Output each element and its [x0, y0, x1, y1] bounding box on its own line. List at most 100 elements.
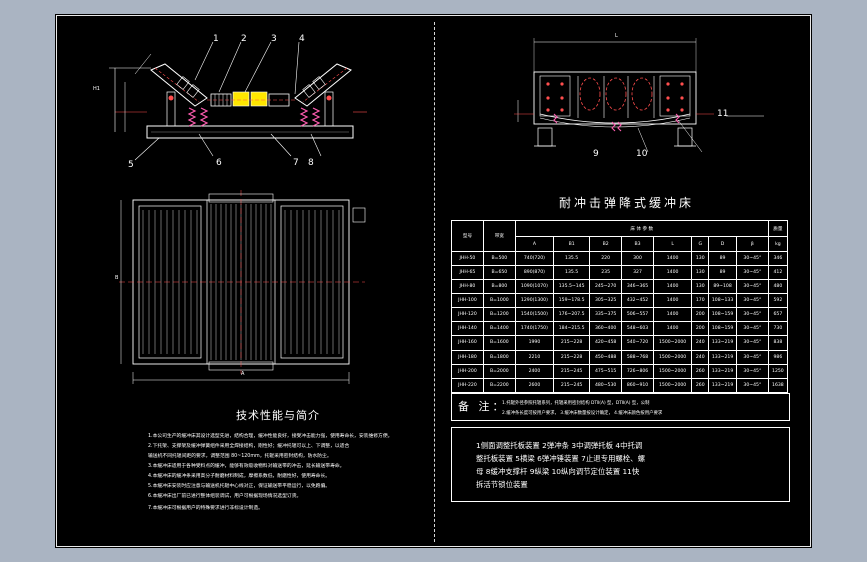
- tech-line: 4.本缓冲床的缓冲条采用高分子耐磨材料制成，摩擦系数低，耐磨性好，使用寿命长。: [148, 474, 331, 479]
- table-cell: 592: [767, 292, 789, 309]
- base-plate: [146, 125, 354, 139]
- table-cell: 838: [767, 335, 789, 351]
- table-cell: B=1400: [482, 321, 516, 337]
- table-cell: 740(720): [514, 250, 555, 266]
- spec-title: 耐冲击弹降式缓冲床: [559, 196, 695, 210]
- dim-top-width: A: [241, 371, 245, 377]
- callout-5: 5: [128, 160, 134, 170]
- table-cell: JHH-200: [451, 363, 484, 379]
- table-cell: 133~219: [708, 349, 737, 365]
- table-cell: 1400: [652, 278, 693, 295]
- table-cell: 200: [691, 321, 710, 337]
- table-cell: 548~603: [621, 321, 654, 337]
- table-cell: JHH-220: [451, 377, 484, 394]
- callout-8: 8: [308, 158, 314, 168]
- table-cell: 135.5: [553, 264, 591, 280]
- table-cell: 335~375: [589, 307, 623, 323]
- tech-line: 2.下托架、支撑架及缓冲弹簧组件采用全焊接结构，刚性好；缓冲托辊可以上、下调整，…: [148, 444, 350, 449]
- table-cell: 890(870): [514, 264, 555, 280]
- subheader-cell: B1: [553, 236, 591, 252]
- table-cell: 420~458: [589, 335, 623, 351]
- table-cell: 986: [767, 349, 789, 365]
- center-buffer-yellow-1: [232, 91, 250, 107]
- table-cell: B=800: [482, 278, 516, 295]
- table-cell: 327: [621, 264, 654, 280]
- table-cell: 1400: [652, 307, 693, 323]
- table-cell: JHH-80: [451, 278, 484, 295]
- table-cell: 30~45°: [735, 292, 769, 309]
- table-header-row: 型号 带宽 床 体 参 数 质量: [451, 219, 789, 252]
- table-cell: 200: [691, 307, 710, 323]
- table-cell: 215~245: [553, 363, 591, 379]
- table-cell: 1540(1500): [514, 307, 555, 323]
- tech-line: 输送机不同托辊间距的要求，调整范围 80~120mm，托辊采用密封结构，防水防尘…: [148, 454, 332, 459]
- table-cell: 30~45°: [735, 349, 769, 365]
- table-cell: 260: [691, 377, 710, 394]
- table-cell: 860~910: [621, 377, 654, 394]
- drawing-border: [56, 15, 811, 547]
- table-cell: JHH-180: [451, 349, 484, 365]
- table-cell: 1250: [767, 363, 789, 379]
- table-cell: 135.5: [553, 250, 591, 266]
- table-cell: 130: [691, 250, 710, 266]
- table-cell: 588~768: [621, 349, 654, 365]
- callout-4: 4: [299, 34, 305, 44]
- subheader-cell: G: [691, 236, 710, 252]
- table-cell: 30~45°: [735, 307, 769, 323]
- dim-side: B: [115, 275, 119, 281]
- table-cell: 108~159: [708, 321, 737, 337]
- table-cell: 220: [589, 250, 623, 266]
- drawing-sheet: 1 2 3 4 5 6 7 8 H1 B A 技术性能与简介 1.本公司生产的缓…: [55, 14, 812, 548]
- tech-line: 5.本缓冲床安装时应注意与输送机托辊中心线对正，保证输送带平稳运行，以免跑偏。: [148, 484, 331, 489]
- table-cell: 130: [691, 264, 710, 280]
- table-cell: 1400: [652, 250, 693, 266]
- callout-10: 10: [636, 149, 648, 159]
- table-cell: B=1000: [482, 292, 516, 309]
- notes-heading: 备 注：: [458, 400, 507, 413]
- table-cell: 30~45°: [735, 250, 769, 266]
- table-cell: 30~45°: [735, 377, 769, 394]
- table-cell: B=2000: [482, 363, 516, 379]
- subheader-cell: A: [514, 236, 555, 252]
- subheader-cell: β: [735, 236, 769, 252]
- callout-3: 3: [271, 34, 277, 44]
- table-cell: 1638: [767, 377, 789, 394]
- table-cell: 1500~2000: [652, 349, 693, 365]
- subheader-cell: B2: [589, 236, 623, 252]
- top-view-drawing: [119, 190, 366, 384]
- table-cell: 1400: [652, 292, 693, 309]
- center-divider-line: [434, 22, 435, 542]
- table-cell: B=650: [482, 264, 516, 280]
- table-cell: 657: [767, 307, 789, 323]
- dim-h1: H1: [93, 86, 100, 92]
- table-cell: 300: [621, 250, 654, 266]
- legend-line: 1侧面调整托板装置 2弹冲条 3中调弹托板 4中托调: [476, 441, 643, 450]
- table-cell: 1400: [652, 321, 693, 337]
- table-cell: 215~228: [553, 335, 591, 351]
- table-cell: 240: [691, 349, 710, 365]
- note-line-2: 2.缓冲条长度可按用户要求， 3.缓冲床数量按设计确定， 4.缓冲床颜色按用户要…: [502, 411, 663, 416]
- table-cell: 133~219: [708, 377, 737, 394]
- spring-right: [299, 107, 321, 127]
- table-cell: 1500~2000: [652, 363, 693, 379]
- table-cell: 2400: [514, 363, 555, 379]
- table-cell: 30~45°: [735, 363, 769, 379]
- header-model: 型号: [451, 220, 484, 252]
- table-cell: JHH-50: [451, 250, 484, 266]
- side-view-drawing: [514, 38, 764, 153]
- table-cell: 30~45°: [735, 321, 769, 337]
- table-cell: 1500~2000: [652, 377, 693, 394]
- subheader-cell: L: [652, 236, 693, 252]
- table-cell: 726~806: [621, 363, 654, 379]
- table-cell: B=1800: [482, 349, 516, 365]
- table-cell: 432~452: [621, 292, 654, 309]
- table-cell: 176~207.5: [553, 307, 591, 323]
- callout-9: 9: [593, 149, 599, 159]
